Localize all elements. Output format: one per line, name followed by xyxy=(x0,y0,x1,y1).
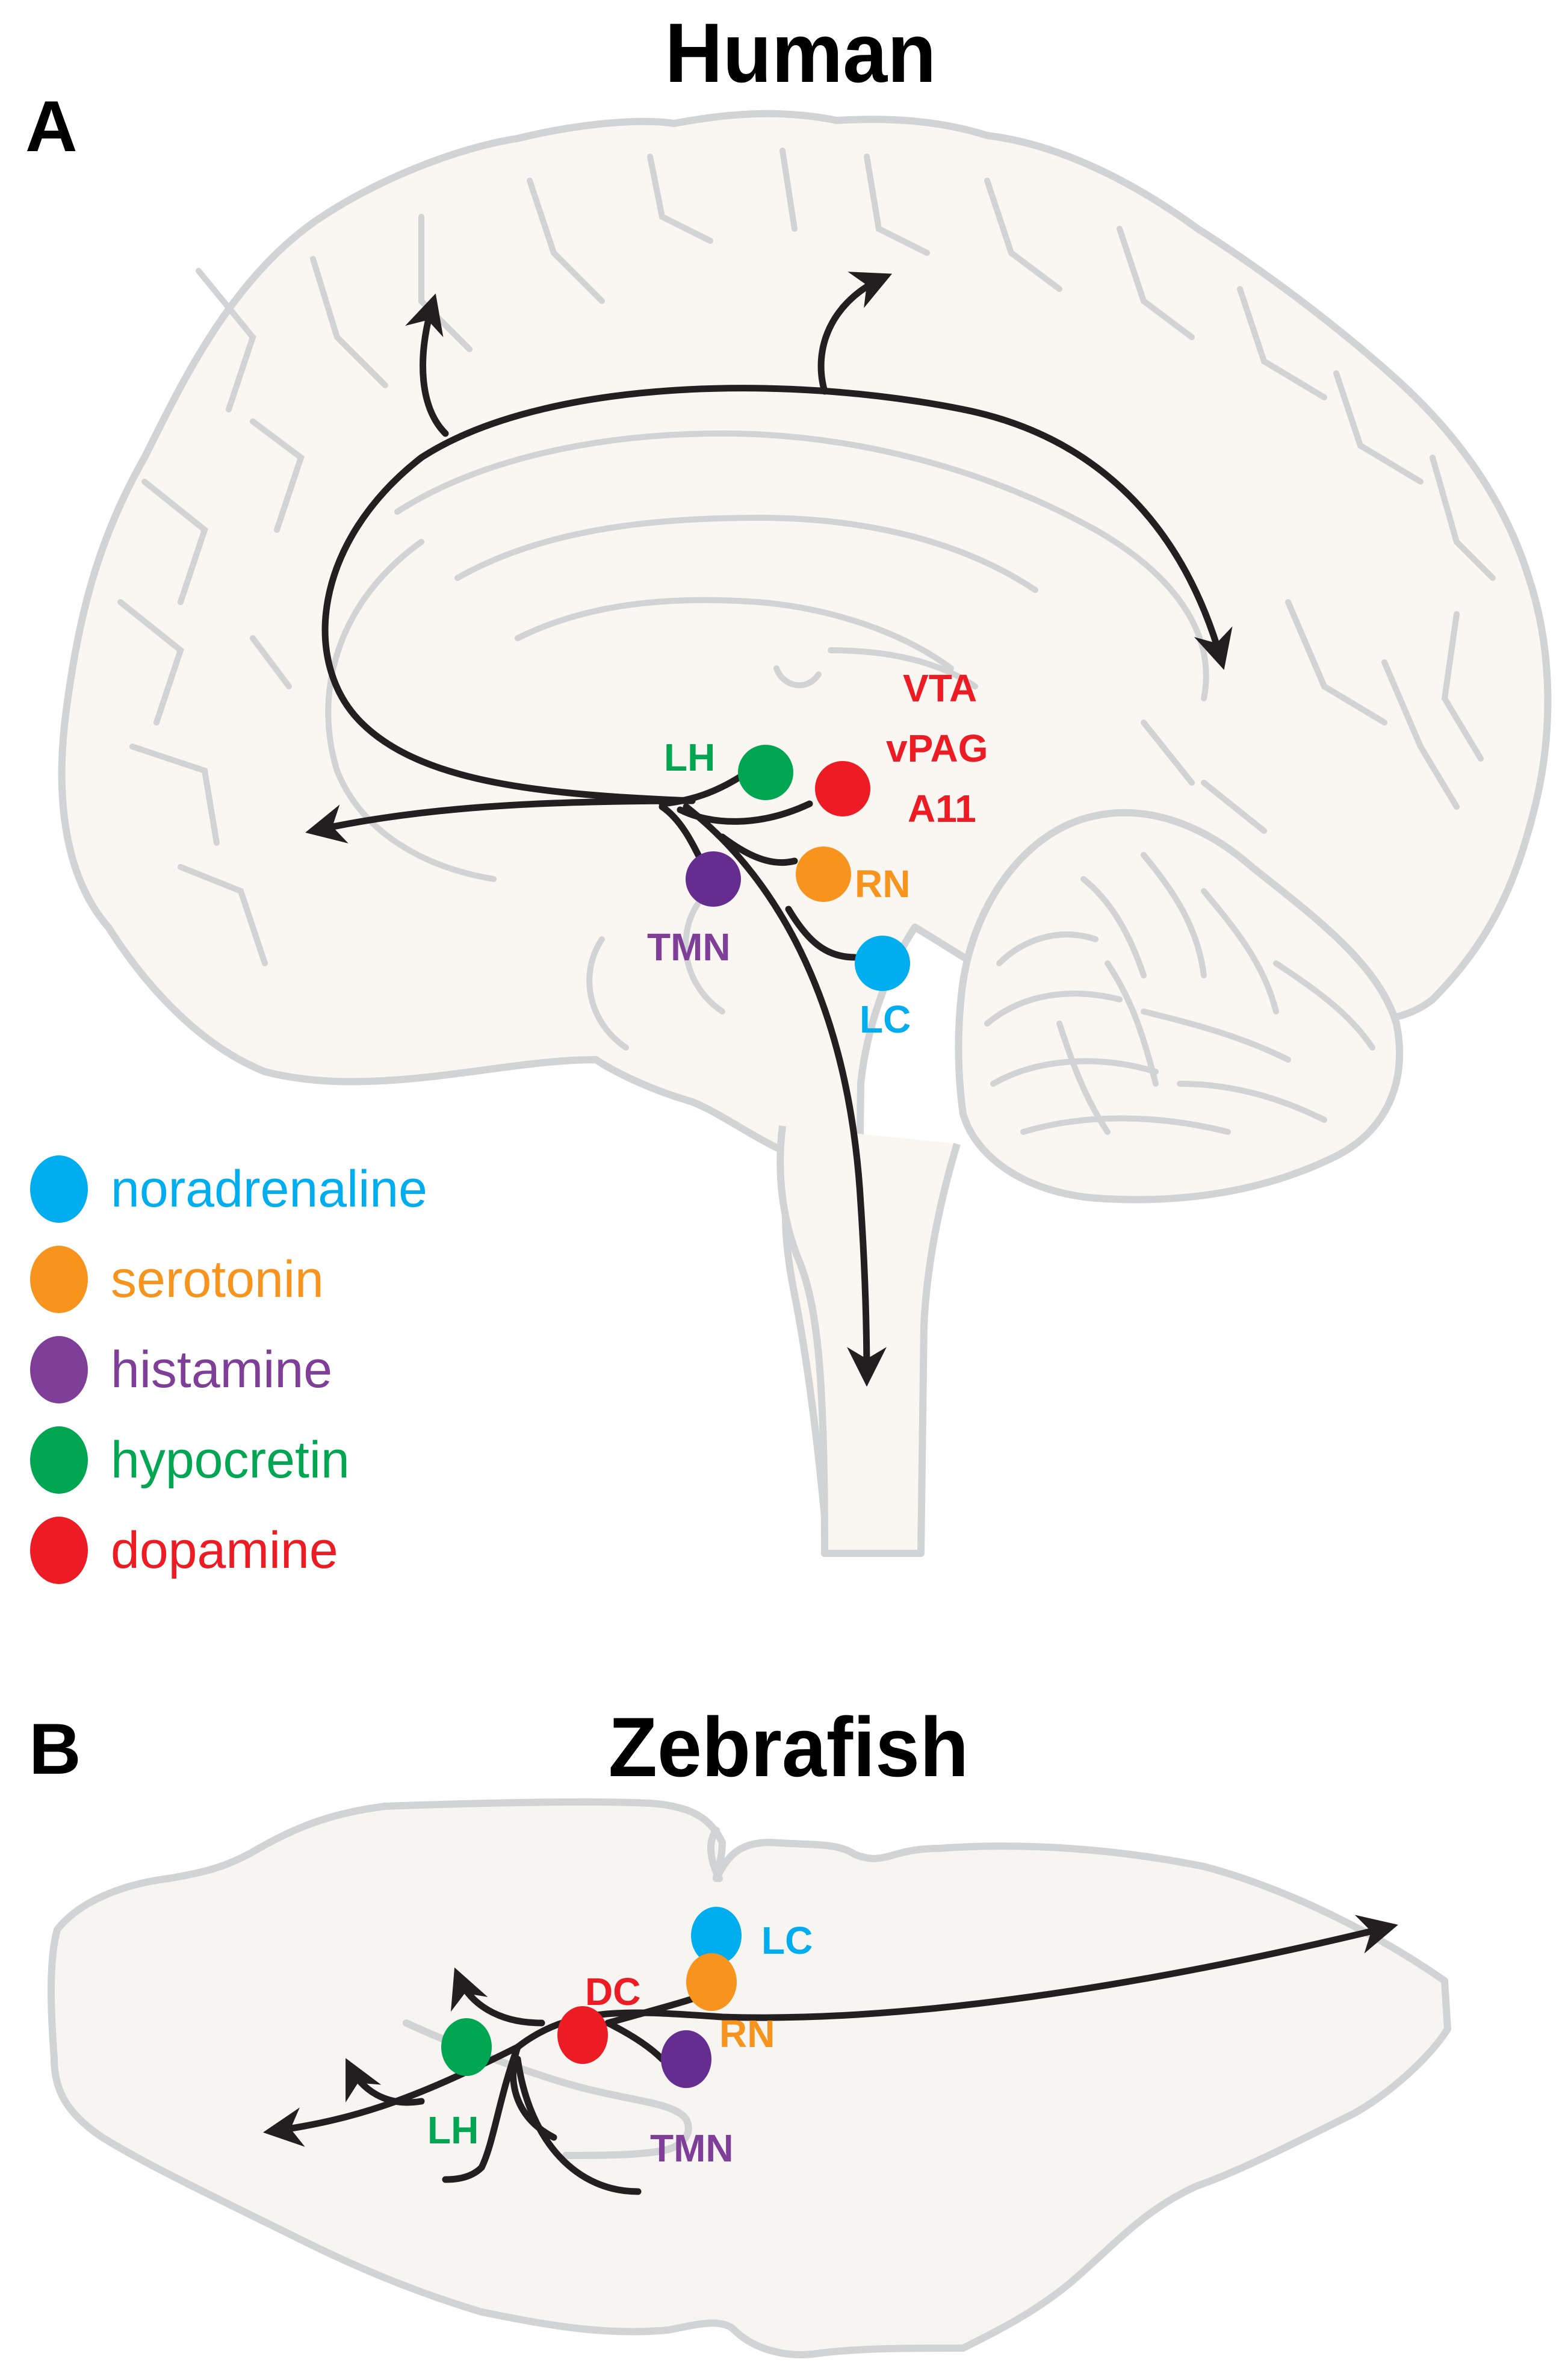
legend-dot-icon xyxy=(30,1336,88,1403)
human-nucleus-tmn[interactable] xyxy=(686,851,741,907)
zebrafish-nucleus-tmn[interactable] xyxy=(661,2030,711,2088)
human-label-vpag: vPAG xyxy=(886,727,988,770)
legend-item-dopamine: dopamine xyxy=(30,1505,427,1596)
zebrafish-nucleus-lc[interactable] xyxy=(691,1907,742,1965)
zebrafish-notch xyxy=(707,1827,723,1882)
human-brain xyxy=(58,110,1552,1557)
legend-item-histamine: histamine xyxy=(30,1325,427,1415)
panel-a-title: Human xyxy=(665,5,937,100)
human-label-vta: VTA xyxy=(903,667,977,710)
panel-b-title: Zebrafish xyxy=(608,1700,969,1794)
human-label-rn: RN xyxy=(855,862,910,906)
zebrafish-nuclei xyxy=(441,1907,742,2088)
human-nucleus-lh[interactable] xyxy=(738,745,793,800)
human-cerebrum-outline xyxy=(58,110,1552,1557)
legend-item-noradrenaline: noradrenaline xyxy=(30,1144,427,1234)
legend-dot-icon xyxy=(30,1246,88,1313)
zebrafish-projection-dorsal-2 xyxy=(346,2058,425,2106)
human-label-tmn: TMN xyxy=(647,925,731,969)
human-label-a11: A11 xyxy=(908,787,976,830)
zebrafish-label-lh: LH xyxy=(427,2108,479,2152)
panel-a-letter: A xyxy=(25,86,78,167)
legend-item-hypocretin: hypocretin xyxy=(30,1415,427,1505)
legend-label: histamine xyxy=(111,1341,333,1399)
zebrafish-nucleus-dc[interactable] xyxy=(557,2006,608,2064)
legend-dot-icon xyxy=(30,1517,88,1584)
human-projections xyxy=(305,272,1233,1387)
zebrafish-nucleus-lh[interactable] xyxy=(441,2018,492,2076)
zebrafish-brain xyxy=(48,1798,1451,2358)
legend-item-serotonin: serotonin xyxy=(30,1234,427,1325)
panel-b-letter: B xyxy=(29,1709,81,1789)
cortical-sulci xyxy=(117,148,1496,1051)
human-label-lh: LH xyxy=(664,736,715,779)
legend: noradrenaline serotonin histamine hypocr… xyxy=(30,1144,427,1596)
human-nucleus-rn[interactable] xyxy=(796,847,851,902)
legend-label: dopamine xyxy=(111,1521,338,1579)
legend-dot-icon xyxy=(30,1155,88,1223)
human-nuclei: LH VTA vPAG A11 TMN RN LC xyxy=(647,667,988,1041)
legend-label: serotonin xyxy=(111,1251,324,1308)
human-label-lc: LC xyxy=(860,998,911,1041)
zebrafish-label-lc: LC xyxy=(761,1919,813,1962)
legend-label: noradrenaline xyxy=(111,1160,427,1218)
human-projection-up-left xyxy=(405,293,449,437)
legend-dot-icon xyxy=(30,1426,88,1494)
zebrafish-label-tmn: TMN xyxy=(650,2127,734,2170)
zebrafish-nucleus-rn[interactable] xyxy=(686,1953,737,2011)
human-projection-up-right xyxy=(817,272,893,395)
human-projection-descending xyxy=(683,803,887,1387)
zebrafish-brain-outline xyxy=(48,1798,1451,2358)
human-projection-cortical-arc xyxy=(321,385,1233,804)
human-nucleus-lc[interactable] xyxy=(855,936,910,991)
zebrafish-label-dc: DC xyxy=(585,1970,640,2013)
human-nucleus-dopamine[interactable] xyxy=(815,761,870,816)
legend-label: hypocretin xyxy=(111,1431,350,1489)
human-projection-frontal xyxy=(305,797,696,844)
zebrafish-projection-dorsal-1 xyxy=(451,1967,545,2027)
zebrafish-label-rn: RN xyxy=(719,2012,775,2055)
cerebellar-folia xyxy=(984,852,1375,1135)
